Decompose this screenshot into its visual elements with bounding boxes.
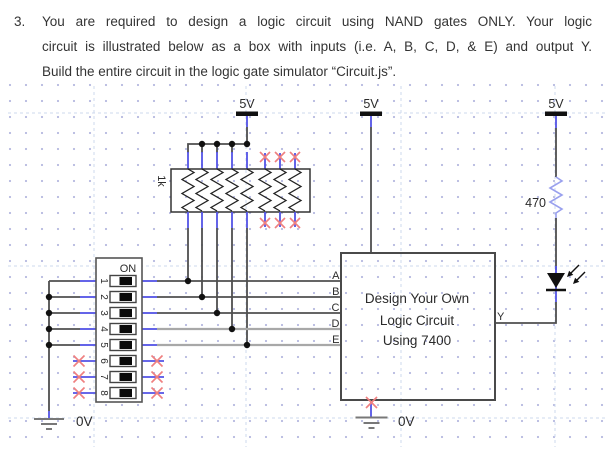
unconnected-x-icon (365, 396, 378, 409)
switch-actuator (119, 373, 132, 381)
unconnected-x-icon (72, 354, 86, 368)
ground-icon (34, 418, 64, 430)
logic-box-outline (340, 252, 496, 401)
junction-dot (213, 309, 221, 317)
ground-label-right: 0V (398, 414, 415, 429)
dip-number-7: 7 (98, 374, 109, 380)
input-label-a: A (332, 270, 340, 282)
ground-icon (355, 416, 388, 429)
junction-dot (45, 309, 53, 317)
dip-number-2: 2 (98, 294, 109, 300)
output-label-y: Y (497, 311, 505, 323)
resistor-pack-value-label: 1k (155, 175, 167, 187)
unconnected-x-icon (274, 151, 286, 163)
resistor-icons (180, 168, 303, 212)
switch-actuator (119, 389, 132, 397)
led-arrows-icon (567, 264, 586, 284)
junction-dot (45, 341, 53, 349)
switch-actuator (119, 309, 132, 317)
junction-dot (45, 293, 53, 301)
logic-box-title-2: Logic Circuit (380, 313, 455, 328)
junction-dot (213, 140, 221, 148)
power-5v-icon-2 (360, 111, 382, 116)
ground-right: 0V (355, 414, 415, 429)
dip-on-label: ON (120, 263, 137, 275)
dip-switch-rows: 1 2 3 4 5 6 7 8 (98, 274, 137, 400)
unconnected-x-icon (150, 370, 164, 384)
unconnected-x-icon (150, 386, 164, 400)
unconnected-x-icon (289, 151, 301, 163)
power-5v-label-1: 5V (239, 97, 255, 111)
power-rail-resistors: 5V (236, 97, 258, 144)
wire-bus-top (187, 143, 247, 153)
junction-dot (228, 140, 236, 148)
input-label-d: D (332, 318, 340, 330)
power-5v-label-2: 5V (363, 97, 379, 111)
junction-dot (243, 140, 251, 148)
wire-output-y (495, 302, 557, 324)
switch-actuator (119, 357, 132, 365)
junction-dot (184, 277, 192, 285)
dip-switch: ON 1 2 3 4 5 6 7 8 (45, 257, 341, 418)
logic-box: Design Your Own Logic Circuit Using 7400… (332, 252, 505, 417)
power-5v-icon-1 (236, 111, 258, 116)
unconnected-x-icon (259, 217, 271, 229)
power-rail-box: 5V (360, 97, 382, 253)
junction-dot (45, 325, 53, 333)
junction-dot (243, 341, 251, 349)
resistor-pack-top-pins (187, 152, 296, 169)
input-label-c: C (332, 302, 340, 314)
unconnected-x-icon (274, 217, 286, 229)
junction-dot (198, 140, 206, 148)
question-line-3: Build the entire circuit in the logic ga… (42, 64, 397, 79)
question-line-2: circuit is illustrated below as a box wi… (42, 39, 592, 54)
dip-number-1: 1 (98, 278, 109, 284)
logic-box-title-3: Using 7400 (383, 333, 451, 348)
power-5v-label-3: 5V (548, 97, 564, 111)
unconnected-x-icon (150, 354, 164, 368)
switch-actuator (119, 341, 132, 349)
question-number: 3. (14, 14, 26, 29)
power-rail-led: 5V 470 (495, 97, 586, 324)
resistor-network: 1k (155, 140, 311, 345)
question-line-1: You are required to design a logic circu… (42, 14, 592, 29)
logic-box-title-1: Design Your Own (365, 291, 469, 306)
led-resistor-value-label: 470 (525, 196, 546, 210)
junction-dot (228, 325, 236, 333)
unconnected-x-icon (72, 370, 86, 384)
dip-number-3: 3 (98, 310, 109, 316)
junction-dot (198, 293, 206, 301)
question-block: 3. You are required to design a logic ci… (14, 9, 592, 84)
input-label-b: B (332, 286, 339, 298)
dip-number-4: 4 (98, 326, 109, 332)
ground-label-left: 0V (76, 414, 93, 429)
ground-left: 0V (34, 414, 93, 430)
led-icon (546, 273, 566, 292)
led-resistor-icon (548, 176, 564, 218)
resistor-pack-outline (170, 168, 311, 213)
grid-major-lines (8, 86, 608, 447)
unconnected-x-icon (289, 217, 301, 229)
power-5v-icon-3 (545, 111, 567, 116)
unconnected-x-icon (259, 151, 271, 163)
switch-actuator (119, 325, 132, 333)
input-label-e: E (332, 334, 339, 346)
switch-actuator (119, 277, 132, 285)
unconnected-x-icon (72, 386, 86, 400)
dip-number-5: 5 (98, 342, 109, 348)
dip-number-8: 8 (98, 390, 109, 396)
switch-actuator (119, 293, 132, 301)
resistor-pack-bottom-pins (187, 212, 296, 228)
pullup-drop-wires (187, 228, 248, 345)
dip-number-6: 6 (98, 358, 109, 364)
